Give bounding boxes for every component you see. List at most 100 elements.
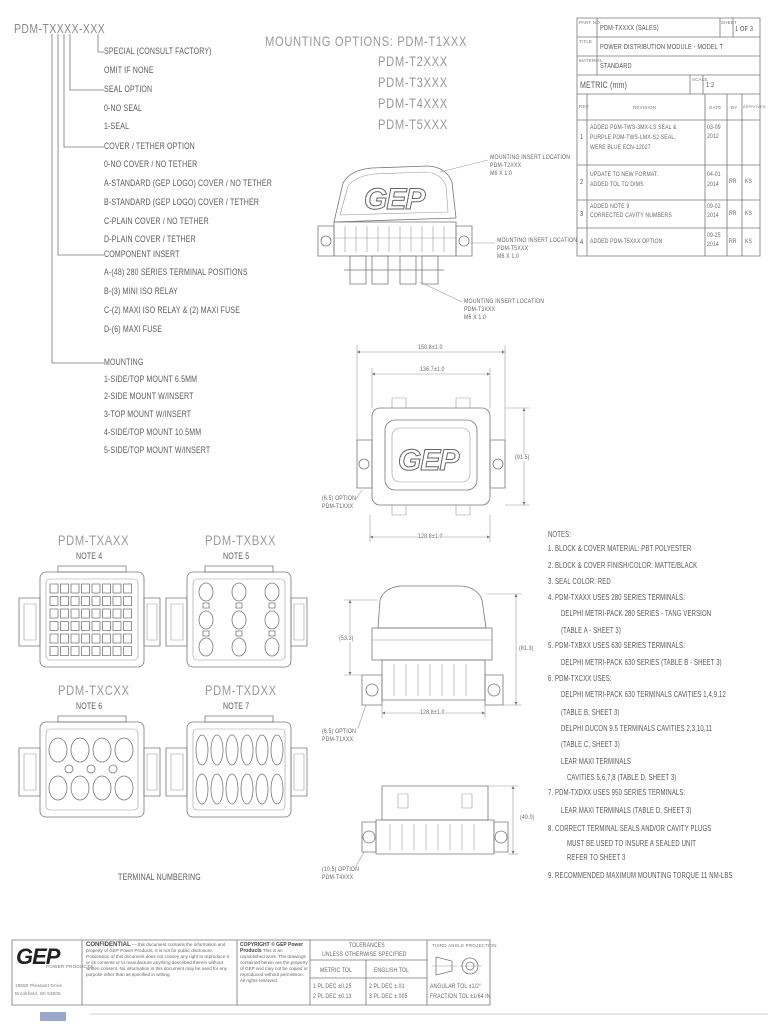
terminal-view-title: PDM-TXDXX [205,682,277,698]
tree-cover-item: A-STANDARD (GEP LOGO) COVER / NO TETHER [104,178,272,188]
terminal-cavity [61,622,69,631]
rev-description: ADDED TOL TO DIMS [590,181,644,188]
terminal-cavity [103,634,111,643]
terminal-cavity [269,603,275,608]
terminal-cavity [124,634,132,643]
note-line: MUST BE USED TO INSURE A SEALED UNIT [567,838,697,848]
rev-header-by: BY [731,105,738,110]
tree-component-title: COMPONENT INSERT [104,249,180,259]
terminal-view-title: PDM-TXAXX [58,532,130,548]
terminal-view-a-frame [19,566,160,667]
terminal-cavity [124,622,132,631]
confidential-title: CONFIDENTIAL [86,942,131,948]
rev-description: ADDED PDM-T5XXX OPTION [590,238,663,245]
terminal-cavity [236,603,242,608]
terminal-cavity [109,765,117,773]
terminal-view-b-cavities [199,583,279,656]
tree-special: SPECIAL (CONSULT FACTORY) [104,46,212,56]
confidential-notice: CONFIDENTIAL — this document contains th… [86,942,234,978]
terminal-cavity [50,647,58,656]
metric-tol-value: 1 PL DEC ±0.25 [313,983,352,990]
terminal-cavity [271,735,283,765]
dim-top-option: (6.5) OPTION [322,495,356,502]
scrollbar-thumb[interactable] [40,1012,66,1021]
terminal-cavity [199,638,213,656]
terminal-cavity [232,611,246,629]
terminal-cavity [199,583,213,601]
terminal-cavity [115,738,133,762]
tree-component-item: D-(6) MAXI FUSE [104,324,163,334]
iso-label: M6 X 1.0 [490,170,513,177]
terminal-cavity [265,583,279,601]
iso-label: M6 X 1.0 [497,253,520,260]
terminal-cavity [71,597,79,606]
rev-date: 2014 [707,241,719,248]
metric-tol-value: 2 PL DEC ±0.13 [313,993,352,1000]
copyright-text: This is an unpublished work. The drawing… [240,948,308,983]
terminal-cavity [241,735,253,765]
terminal-cavity [241,774,253,804]
note-line: 6. PDM-TXCXX USES: [548,673,612,683]
side-left-tab [362,675,382,705]
notes-title: NOTES: [548,529,571,539]
mounting-option: PDM-T3XXX [378,74,448,90]
terminal-cavity [82,634,90,643]
note-line: 9. RECOMMENDED MAXIMUM MOUNTING TORQUE 1… [548,870,733,880]
tree-component-item: C-(2) MAXI ISO RELAY & (2) MAXI FUSE [104,305,241,315]
side-dimension-lines [344,594,522,728]
fraction-tol: FRACTION TOL ±1/64 IN [430,993,491,1000]
bottom-right-tab [494,822,508,852]
metric-tol-label: METRIC TOL [320,967,353,974]
note-line: LEAR MAXI TERMINALS [561,756,632,766]
terminal-cavity [93,738,111,762]
tb-material-label: MATERIAL [579,58,603,63]
terminal-cavity [196,735,208,765]
terminal-view-b-frame [166,566,307,667]
mounting-option: PDM-T4XXX [378,95,448,111]
terminal-cavity [87,765,95,773]
note-line: DELPHI METRI-PACK 630 SERIES (TABLE B - … [561,657,722,667]
terminal-numbering-label: TERMINAL NUMBERING [118,872,201,882]
terminal-cavity [265,638,279,656]
tb-part-no-label: PART NO. [579,20,602,25]
terminal-cavity [103,597,111,606]
rev-number: 2 [580,177,584,186]
dim-top-base: 128.8±1.0 [418,533,443,540]
rev-description: UPDATE TO NEW FORMAT. [590,171,659,178]
company-name: POWER PRODUCTS [46,964,94,969]
side-right-tab [485,675,503,705]
dim-bottom-option: PDM-T4XXX [322,874,354,881]
terminal-cavity [50,609,58,618]
tree-cover-item: 0-NO COVER / NO TETHER [104,159,198,169]
title-block-grid [577,18,760,256]
note-line: DELPHI METRI-PACK 630 TERMINALS CAVITIES… [561,689,726,699]
terminal-view-c-frame [19,716,160,817]
rev-number: 1 [580,132,584,141]
bottom-dimension-lines [356,786,518,866]
rev-date: 2012 [707,133,719,140]
terminal-cavity [50,597,58,606]
terminal-cavity [71,738,89,762]
rev-date: 09-25 [707,232,721,239]
dim-bottom-height: (40.0) [520,814,535,821]
terminal-cavity [71,609,79,618]
terminal-cavity [113,622,121,631]
rev-by: RR [729,210,737,217]
terminal-cavity [50,634,58,643]
terminal-cavity [92,609,100,618]
terminal-cavity [103,647,111,656]
rev-by: RR [729,178,737,185]
terminal-cavity [113,597,121,606]
tb-material: STANDARD [600,61,632,70]
tree-cover-item: B-STANDARD (GEP LOGO) COVER / TETHER [104,197,260,207]
terminal-cavity [226,774,238,804]
note-line: LEAR MAXI TERMINALS (TABLE D, SHEET 3) [561,805,692,815]
terminal-cavity [71,776,89,800]
terminal-cavity [203,603,209,608]
rev-date: 2014 [707,212,719,219]
tree-cover-title: COVER / TETHER OPTION [104,141,195,151]
bottom-band [376,820,494,854]
tree-seal-item: 1-SEAL [104,121,130,131]
terminal-cavity [92,584,100,593]
terminal-cavity [82,584,90,593]
